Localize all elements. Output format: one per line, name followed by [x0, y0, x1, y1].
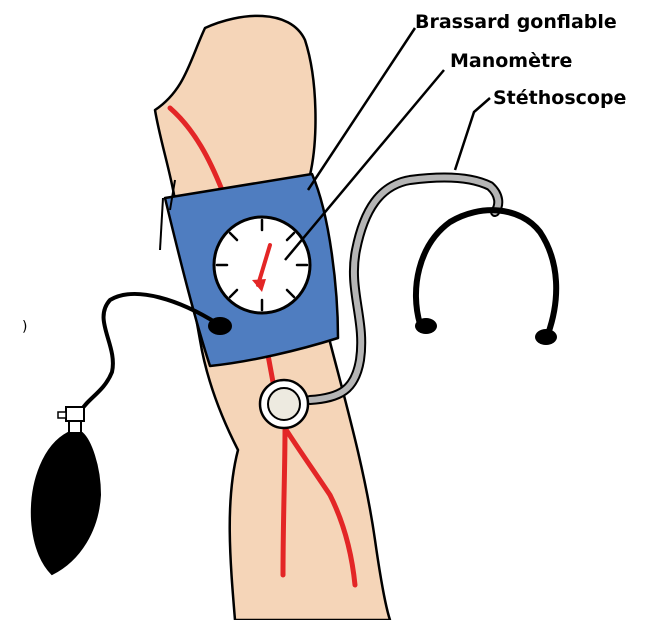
stethoscope-diaphragm — [268, 388, 300, 420]
edge-mark: ) — [22, 319, 27, 335]
stethoscope-headset — [416, 210, 556, 334]
pointer-stethoscope — [455, 98, 490, 170]
bulb-valve-screw — [58, 412, 66, 418]
bulb-neck — [69, 421, 81, 433]
cuff-edge — [160, 198, 163, 250]
earpiece-right — [535, 329, 557, 345]
artery-lower-branch — [283, 430, 285, 575]
label-stethoscope: Stéthoscope — [493, 87, 626, 109]
label-cuff: Brassard gonflable — [415, 11, 617, 33]
tube-connector — [208, 317, 232, 335]
bulb-tube — [80, 294, 218, 412]
bulb-valve — [66, 407, 84, 421]
earpiece-left — [415, 318, 437, 334]
pointer-cuff — [308, 28, 415, 190]
label-manometer: Manomètre — [450, 50, 572, 72]
pump-bulb — [32, 433, 100, 574]
